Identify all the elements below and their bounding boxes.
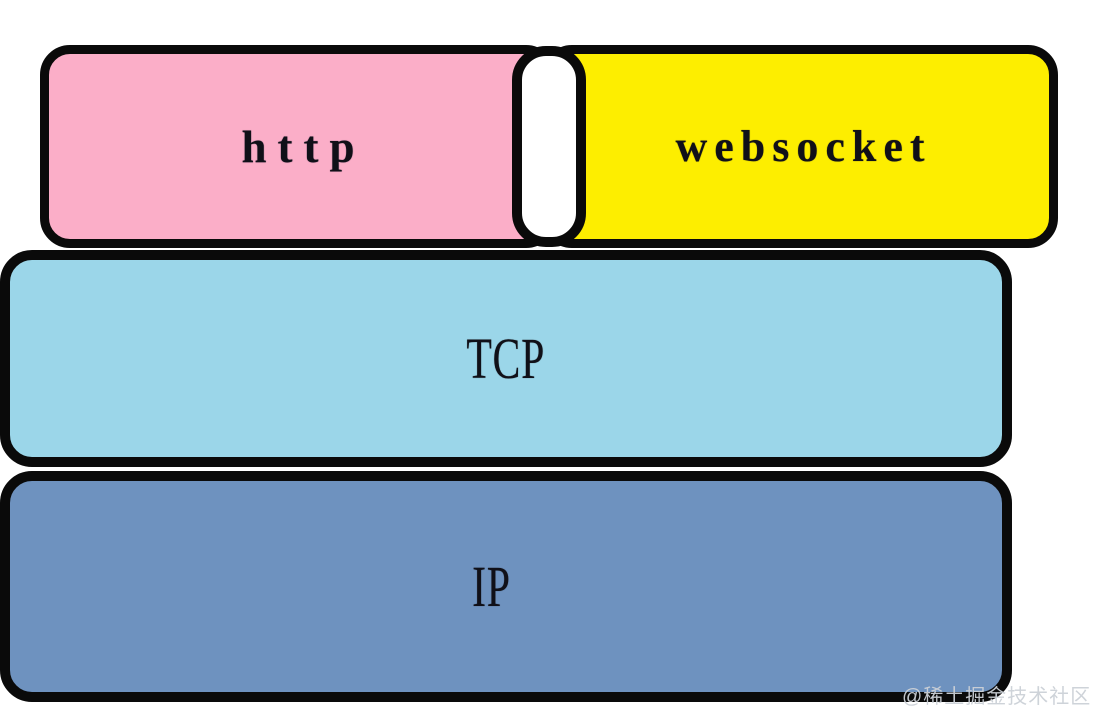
watermark-text: @稀土掘金技术社区 <box>902 686 1092 708</box>
tcp-block: TCP <box>0 250 1012 467</box>
websocket-label: websocket <box>675 122 932 171</box>
http-label: http <box>241 121 366 172</box>
websocket-block: websocket <box>542 45 1058 248</box>
http-block: http <box>40 45 556 248</box>
application-layer-row: http websocket <box>40 45 1058 248</box>
divider-pill <box>512 46 586 247</box>
ip-block: IP <box>0 471 1012 702</box>
tcp-label: TCP <box>466 326 546 391</box>
ip-label: IP <box>472 554 511 619</box>
